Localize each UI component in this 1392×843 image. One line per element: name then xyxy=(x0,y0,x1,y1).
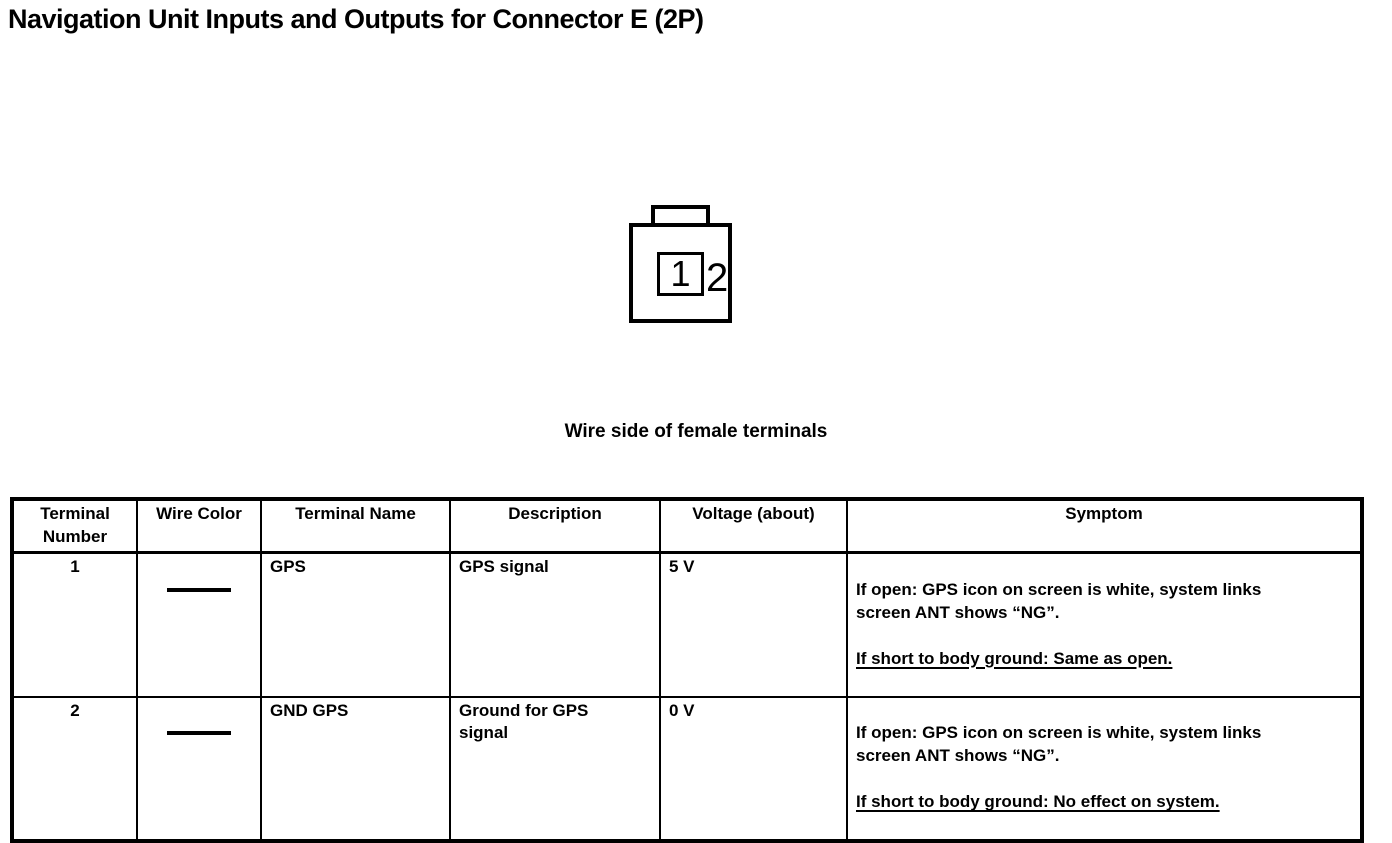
connector-cavity-1: 1 xyxy=(657,252,704,296)
symptom-open-text: If open: GPS icon on screen is white, sy… xyxy=(856,723,1262,766)
wire-color-dash-icon xyxy=(167,731,231,736)
table-row: 2 GND GPS Ground for GPS signal 0 V If o… xyxy=(11,695,1363,843)
header-terminal-name: Terminal Name xyxy=(260,497,451,554)
manual-page: Navigation Unit Inputs and Outputs for C… xyxy=(8,4,1364,843)
connector-housing xyxy=(629,223,732,323)
symptom-open-text: If open: GPS icon on screen is white, sy… xyxy=(856,579,1262,622)
header-description: Description xyxy=(449,497,661,554)
wire-color-dash-icon xyxy=(167,587,231,592)
header-voltage: Voltage (about) xyxy=(659,497,848,554)
header-terminal-number: Terminal Number xyxy=(11,497,138,554)
header-symptom: Symptom xyxy=(846,497,1363,554)
symptom-short-text: If short to body ground: No effect on sy… xyxy=(856,792,1220,812)
voltage-cell: 5 V xyxy=(659,551,848,698)
terminal-name-cell: GPS xyxy=(260,551,451,698)
symptom-cell: If open: GPS icon on screen is white, sy… xyxy=(846,551,1363,698)
symptom-short-text: If short to body ground: Same as open. xyxy=(856,648,1173,668)
diagram-caption: Wire side of female terminals xyxy=(564,421,828,442)
table-row: 1 GPS GPS signal 5 V If open: GPS icon o… xyxy=(11,551,1363,698)
connector-cavity-2-label: 2 xyxy=(706,256,729,300)
table-header-row: Terminal Number Wire Color Terminal Name… xyxy=(11,497,1363,554)
description-cell: Ground for GPS signal xyxy=(449,695,661,843)
page-title: Navigation Unit Inputs and Outputs for C… xyxy=(8,4,704,34)
connector-lock-tab xyxy=(651,205,710,227)
io-table: Terminal Number Wire Color Terminal Name… xyxy=(10,497,1364,843)
description-cell: GPS signal xyxy=(449,551,661,698)
wire-color-cell xyxy=(136,551,262,698)
voltage-cell: 0 V xyxy=(659,695,848,843)
terminal-number-cell: 1 xyxy=(11,551,138,698)
io-table-container: Terminal Number Wire Color Terminal Name… xyxy=(10,497,1364,843)
wire-color-cell xyxy=(136,695,262,843)
terminal-name-cell: GND GPS xyxy=(260,695,451,843)
header-wire-color: Wire Color xyxy=(136,497,262,554)
symptom-cell: If open: GPS icon on screen is white, sy… xyxy=(846,695,1363,843)
terminal-number-cell: 2 xyxy=(11,695,138,843)
